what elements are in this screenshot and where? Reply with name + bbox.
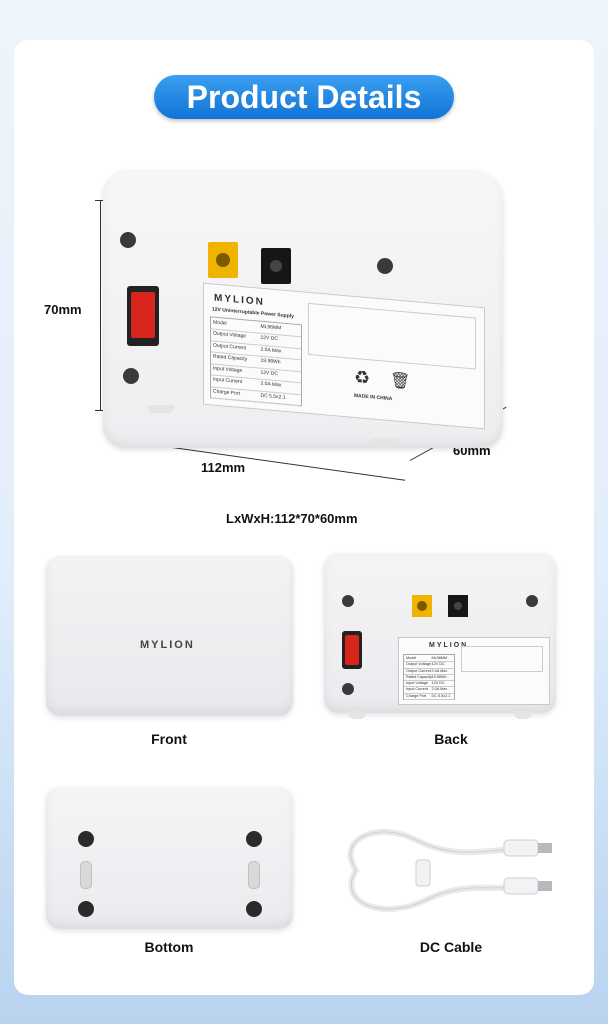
spec-key: Charge Port <box>213 388 240 397</box>
rubber-foot-icon <box>78 831 94 847</box>
spec-value: 12V DC <box>431 662 445 667</box>
device-foot <box>514 711 532 719</box>
sticker-brand: MYLION <box>214 292 265 309</box>
rubber-foot-icon <box>246 901 262 917</box>
spec-value: 2.0A Max <box>431 668 448 673</box>
device-foot <box>148 405 174 413</box>
dc-cable-image <box>336 820 562 920</box>
spec-key: Output Voltage <box>406 662 431 667</box>
mount-hole-icon <box>120 232 136 248</box>
back-label: Back <box>434 731 468 747</box>
dimensions-summary: LxWxH:112*70*60mm <box>226 511 358 526</box>
spec-value: ML96MM <box>431 656 448 660</box>
height-dimension-line <box>100 200 101 410</box>
front-brand-logo: MYLION <box>140 639 195 651</box>
length-label: 112mm <box>201 460 246 475</box>
spec-value: 12V DC <box>431 681 445 686</box>
yellow-dc-port-icon <box>208 242 238 278</box>
spec-row: Charge Port DC 5.5x2.1 <box>404 693 454 700</box>
keyhole-slot-icon <box>80 861 92 889</box>
height-tick-bottom <box>95 410 105 411</box>
mount-hole-icon <box>342 683 354 695</box>
spec-value: DC 5.5x2.1 <box>431 693 451 698</box>
mount-hole-icon <box>342 595 354 607</box>
black-dc-port-icon <box>448 595 468 617</box>
spec-key: Input Current <box>406 687 428 692</box>
product-details-banner: Product Details <box>154 75 454 119</box>
spec-value: DC 5.5x2.1 <box>260 392 286 401</box>
main-device-image: MYLION 12V Uninterruptable Power Supply … <box>103 170 503 455</box>
sticker-brand: MYLION <box>429 642 469 649</box>
bottom-label: Bottom <box>144 939 194 955</box>
front-view-image: MYLION <box>46 556 293 719</box>
spec-row: Model ML96MM <box>404 655 454 663</box>
power-switch <box>342 631 362 669</box>
sticker-diagram <box>308 302 476 370</box>
device-foot <box>373 438 399 446</box>
rubber-foot-icon <box>246 831 262 847</box>
device-foot <box>348 711 366 719</box>
bin-icon: 🗑 <box>390 372 411 391</box>
black-dc-port-icon <box>261 248 291 284</box>
spec-key: Output Current <box>406 668 431 673</box>
power-switch <box>127 286 159 346</box>
spec-key: Charge Port <box>406 693 427 698</box>
bottom-view-image <box>46 787 293 930</box>
spec-key: Rated Capacity <box>406 674 432 679</box>
front-label: Front <box>151 731 187 747</box>
spec-value: 2.0A Max <box>431 687 448 692</box>
recycle-icon: ♻ <box>354 366 371 389</box>
dc-cable-label: DC Cable <box>419 939 483 955</box>
mount-hole-icon <box>377 258 393 274</box>
height-tick-top <box>95 200 105 201</box>
sticker-diagram <box>461 646 543 672</box>
dc-cable-icon <box>347 829 552 912</box>
yellow-dc-port-icon <box>412 595 432 617</box>
keyhole-slot-icon <box>248 861 260 889</box>
mount-hole-icon <box>526 595 538 607</box>
spec-value: 19.98Wh <box>431 674 447 679</box>
height-label: 70mm <box>44 302 82 317</box>
spec-key: Model <box>406 656 417 660</box>
spec-label-sticker: MYLION 12V Uninterruptable Power Supply … <box>203 282 485 430</box>
made-in-label: MADE IN CHINA <box>354 392 393 403</box>
mount-hole-icon <box>123 368 139 384</box>
rubber-foot-icon <box>78 901 94 917</box>
spec-key: Input Voltage <box>406 681 428 686</box>
